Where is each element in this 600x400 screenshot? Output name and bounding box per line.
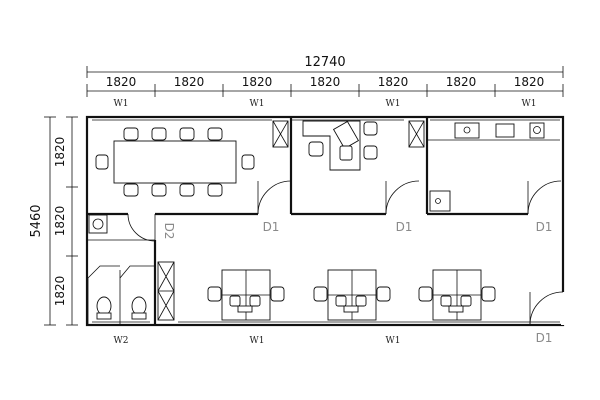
column-dimension: 1820	[446, 75, 477, 89]
task-chair-base	[237, 305, 253, 313]
toilet-tank	[131, 312, 147, 320]
toilet-bowl	[96, 296, 112, 316]
desk-chair	[418, 286, 433, 302]
desk-chair	[376, 286, 391, 302]
office-lounge-chair	[363, 121, 378, 136]
outer-walls	[85, 115, 565, 327]
microwave	[495, 123, 515, 138]
row-dimension: 1820	[53, 206, 67, 237]
sink	[454, 122, 480, 139]
total-height-label: 5460	[29, 204, 44, 237]
column-dimension: 1820	[378, 75, 409, 89]
door-label-d1: D1	[536, 331, 553, 345]
door-label-d1: D1	[396, 220, 413, 234]
column-dimension: 1820	[242, 75, 273, 89]
conference-room	[95, 120, 289, 197]
desk-chair	[355, 295, 367, 307]
desk-chair	[207, 286, 222, 302]
office-guest-chair	[308, 141, 324, 157]
desk-chair	[249, 295, 261, 307]
window-label-top: W1	[386, 99, 401, 109]
door-label-d1: D1	[536, 220, 553, 234]
column-dimension: 1820	[514, 75, 545, 89]
window-label-bottom: W1	[386, 336, 401, 346]
manager-office	[302, 120, 425, 171]
window-label-bottom: W2	[114, 336, 129, 346]
task-chair-base	[448, 305, 464, 313]
storage-cabinet	[408, 120, 425, 148]
toilet-area	[87, 214, 175, 325]
task-chair-base	[343, 305, 359, 313]
total-width-label: 12740	[304, 55, 345, 70]
doors	[127, 180, 562, 242]
window-label-top: W1	[250, 99, 265, 109]
door-label-d2: D2	[162, 223, 176, 240]
window-label-bottom: W1	[250, 336, 265, 346]
toilet-tank	[96, 312, 112, 320]
column-dimension: 1820	[174, 75, 205, 89]
door-label-d1: D1	[263, 220, 280, 234]
desk-chair	[481, 286, 496, 302]
desk-chair	[313, 286, 328, 302]
storage-cabinet	[272, 120, 289, 148]
workstation-cluster	[207, 269, 285, 321]
interior-walls	[87, 117, 528, 325]
desk-chair	[460, 295, 472, 307]
kitchen	[427, 122, 560, 212]
conference-chairs	[95, 127, 255, 197]
window-label-top: W1	[114, 99, 129, 109]
left-dimension-chain: 5460 1820 1820 1820	[29, 116, 78, 326]
office-lounge-chair	[363, 145, 378, 160]
toilet-bowl	[131, 296, 147, 316]
wash-basin	[88, 214, 108, 234]
column-dimension: 1820	[106, 75, 137, 89]
desk-chair	[335, 295, 347, 307]
workstation-cluster	[418, 269, 496, 321]
column-dimension: 1820	[310, 75, 341, 89]
desk-chair	[440, 295, 452, 307]
workstation-cluster	[313, 269, 391, 321]
fridge	[429, 190, 451, 212]
window-label-top: W1	[522, 99, 537, 109]
office-chair-desk	[332, 120, 360, 150]
top-dimension-chain: 12740 1820 1820 1820 1820 1820 1820 1820…	[86, 55, 564, 109]
row-dimension: 1820	[53, 137, 67, 168]
desk-chair	[270, 286, 285, 302]
row-dimension: 1820	[53, 276, 67, 307]
conference-table	[113, 140, 237, 184]
desk-chair	[229, 295, 241, 307]
office-chair-desk	[339, 145, 353, 161]
stove	[529, 122, 545, 139]
storage-cabinet	[157, 261, 175, 321]
